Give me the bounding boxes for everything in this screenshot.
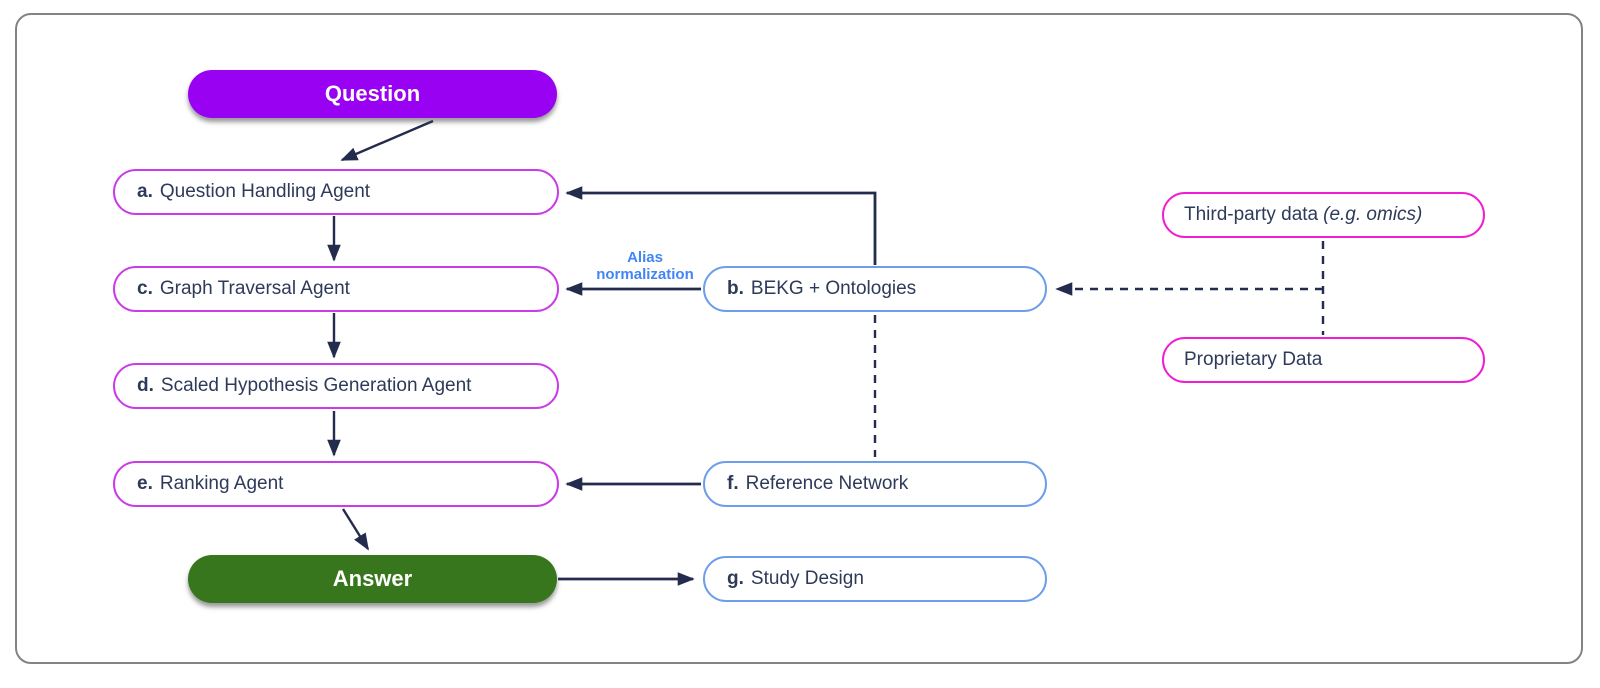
node-prefix: d. bbox=[137, 375, 154, 396]
node-question-label: Question bbox=[324, 81, 421, 106]
node-prefix: b. bbox=[727, 278, 744, 299]
node-label: Ranking Agent bbox=[159, 473, 284, 494]
node-proprietary-data: Proprietary Data bbox=[1162, 337, 1485, 383]
node-prefix: f. bbox=[727, 473, 739, 494]
node-answer-label: Answer bbox=[332, 566, 413, 591]
node-answer: Answer bbox=[188, 555, 557, 603]
node-label: Reference Network bbox=[745, 473, 909, 494]
node-scaled-hypothesis-generation-agent: d. Scaled Hypothesis Generation Agent bbox=[113, 363, 559, 409]
node-prefix: c. bbox=[137, 278, 153, 299]
node-label: Proprietary Data bbox=[1184, 349, 1323, 370]
node-study-design: g. Study Design bbox=[703, 556, 1047, 602]
edge-label-alias-normalization: Alias normalization bbox=[575, 249, 715, 284]
edge-label-line2: normalization bbox=[596, 266, 694, 284]
node-label-italic: (e.g. omics) bbox=[1323, 204, 1423, 225]
edge-label-line1: Alias bbox=[627, 249, 663, 266]
node-label: BEKG + Ontologies bbox=[750, 278, 917, 299]
node-prefix: a. bbox=[137, 181, 153, 202]
node-ranking-agent: e. Ranking Agent bbox=[113, 461, 559, 507]
node-bekg-ontologies: b. BEKG + Ontologies bbox=[703, 266, 1047, 312]
node-label: Third-party data bbox=[1184, 204, 1319, 225]
node-question: Question bbox=[188, 70, 557, 118]
node-prefix: e. bbox=[137, 473, 153, 494]
node-prefix: g. bbox=[727, 568, 744, 589]
node-graph-traversal-agent: c. Graph Traversal Agent bbox=[113, 266, 559, 312]
node-label: Study Design bbox=[750, 568, 864, 589]
node-third-party-data: Third-party data (e.g. omics) bbox=[1162, 192, 1485, 238]
node-question-handling-agent: a. Question Handling Agent bbox=[113, 169, 559, 215]
node-label: Question Handling Agent bbox=[159, 181, 371, 202]
node-label: Scaled Hypothesis Generation Agent bbox=[160, 375, 472, 396]
node-label: Graph Traversal Agent bbox=[159, 278, 350, 299]
node-reference-network: f. Reference Network bbox=[703, 461, 1047, 507]
